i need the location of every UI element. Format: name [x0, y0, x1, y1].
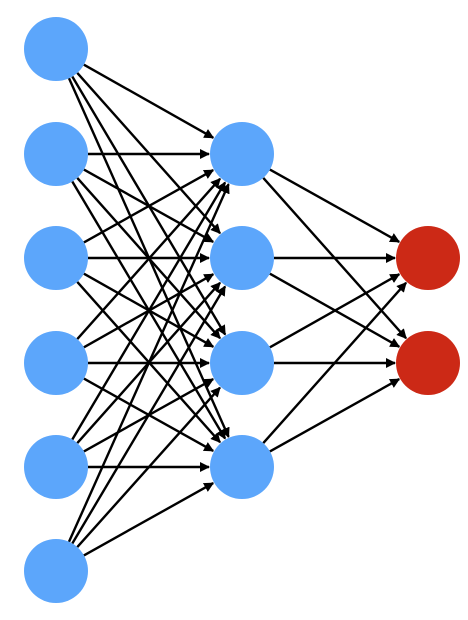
- hidden-layer-node-1: [210, 226, 274, 290]
- input-layer-node-2: [24, 226, 88, 290]
- edge-input-layer-0-to-hidden-layer-0: [83, 63, 215, 139]
- edge-input-layer-2-to-hidden-layer-0: [83, 169, 215, 244]
- edge-hidden-layer-3-to-output-layer-1: [269, 378, 401, 453]
- output-layer-node-0: [396, 226, 460, 290]
- edge-hidden-layer-0-to-output-layer-0: [269, 168, 401, 243]
- edge-input-layer-5-to-hidden-layer-1: [71, 285, 227, 545]
- input-layer-node-1: [24, 122, 88, 186]
- edge-hidden-layer-2-to-output-layer-0: [269, 273, 401, 349]
- output-layer-node-1: [396, 331, 460, 395]
- edges-group: [67, 63, 407, 557]
- edge-input-layer-4-to-hidden-layer-0: [71, 181, 227, 441]
- hidden-layer-node-2: [210, 331, 274, 395]
- input-layer-node-3: [24, 331, 88, 395]
- input-layer-node-0: [24, 17, 88, 81]
- hidden-layer-node-0: [210, 122, 274, 186]
- hidden-layer-node-3: [210, 435, 274, 499]
- edge-input-layer-5-to-hidden-layer-3: [83, 482, 215, 557]
- edge-hidden-layer-3-to-output-layer-0: [262, 281, 407, 444]
- edge-input-layer-5-to-hidden-layer-0: [67, 183, 230, 543]
- edge-input-layer-5-to-hidden-layer-2: [76, 386, 221, 548]
- input-layer-node-4: [24, 435, 88, 499]
- input-layer-node-5: [24, 539, 88, 603]
- edge-input-layer-3-to-hidden-layer-0: [76, 177, 221, 340]
- nodes-group: [24, 17, 460, 603]
